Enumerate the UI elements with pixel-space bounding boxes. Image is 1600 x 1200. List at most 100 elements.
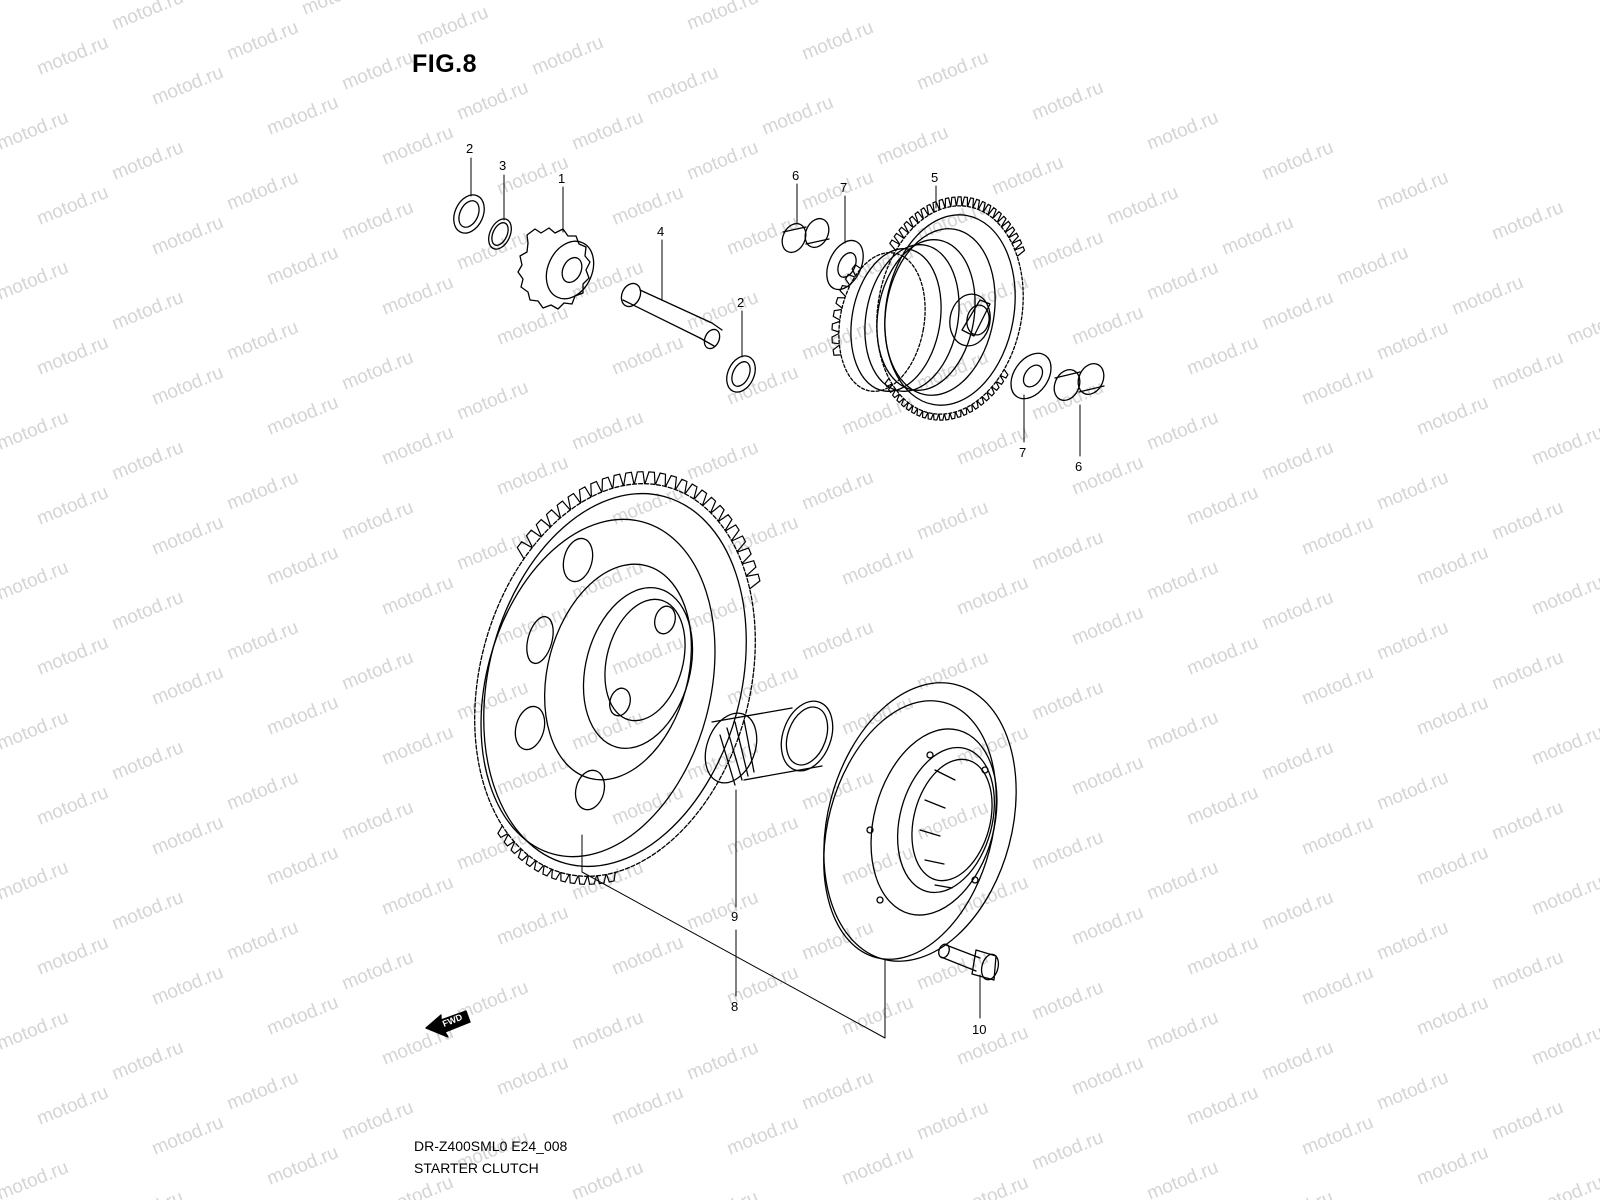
callout-10: 10 bbox=[972, 1022, 986, 1037]
watermark-text: motod.ru bbox=[109, 587, 186, 635]
watermark-text: motod.ru bbox=[149, 62, 226, 110]
watermark-text: motod.ru bbox=[609, 632, 686, 680]
watermark-text: motod.ru bbox=[1374, 617, 1451, 665]
watermark-text: motod.ru bbox=[1414, 542, 1491, 590]
watermark-text: motod.ru bbox=[1259, 587, 1336, 635]
watermark-text: motod.ru bbox=[914, 647, 991, 695]
watermark-text: motod.ru bbox=[1184, 482, 1261, 530]
watermark-text: motod.ru bbox=[569, 107, 646, 155]
watermark-text: motod.ru bbox=[1144, 857, 1221, 905]
watermark-text: motod.ru bbox=[494, 1052, 571, 1100]
watermark-text: motod.ru bbox=[1489, 497, 1566, 545]
watermark-text: motod.ru bbox=[1529, 872, 1600, 920]
watermark-text: motod.ru bbox=[149, 662, 226, 710]
watermark-text: motod.ru bbox=[339, 47, 416, 95]
watermark-text: motod.ru bbox=[1029, 377, 1106, 425]
watermark-text: motod.ru bbox=[799, 617, 876, 665]
leader-lines bbox=[470, 157, 1081, 1039]
watermark-text: motod.ru bbox=[1414, 392, 1491, 440]
watermark-text: motod.ru bbox=[109, 1187, 186, 1200]
watermark-text: motod.ru bbox=[1069, 1052, 1146, 1100]
watermark-text: motod.ru bbox=[454, 377, 531, 425]
watermark-text: motod.ru bbox=[609, 182, 686, 230]
watermark-text: motod.ru bbox=[1299, 512, 1376, 560]
watermark-text: motod.ru bbox=[454, 77, 531, 125]
watermark-text: motod.ru bbox=[494, 902, 571, 950]
watermark-text: motod.ru bbox=[379, 872, 456, 920]
watermark-text: motod.ru bbox=[1489, 947, 1566, 995]
watermark-text: motod.ru bbox=[149, 1112, 226, 1160]
callout-2-left: 2 bbox=[466, 141, 473, 156]
watermark-text: motod.ru bbox=[1029, 527, 1106, 575]
callout-7-lower: 7 bbox=[1019, 445, 1026, 460]
watermark-text: motod.ru bbox=[1489, 797, 1566, 845]
watermark-text: motod.ru bbox=[1184, 1082, 1261, 1130]
watermark-text: motod.ru bbox=[1184, 782, 1261, 830]
watermark-text: motod.ru bbox=[724, 1112, 801, 1160]
watermark-text: motod.ru bbox=[684, 0, 761, 35]
watermark-text: motod.ru bbox=[1259, 287, 1336, 335]
watermark-text: motod.ru bbox=[914, 47, 991, 95]
watermark-text: motod.ru bbox=[224, 167, 301, 215]
callout-6-lower: 6 bbox=[1075, 459, 1082, 474]
watermark-text: motod.ru bbox=[839, 992, 916, 1040]
watermark-text: motod.ru bbox=[34, 782, 111, 830]
watermark-text: motod.ru bbox=[224, 317, 301, 365]
watermark-text: motod.ru bbox=[0, 857, 71, 905]
watermark-text: motod.ru bbox=[609, 1082, 686, 1130]
watermark-text: motod.ru bbox=[799, 467, 876, 515]
watermark-text: motod.ru bbox=[1374, 467, 1451, 515]
watermark-text: motod.ru bbox=[1259, 1187, 1336, 1200]
gear-teeth bbox=[889, 196, 1026, 257]
watermark-text: motod.ru bbox=[149, 812, 226, 860]
gear-teeth bbox=[497, 825, 616, 885]
watermark-text: motod.ru bbox=[0, 1007, 71, 1055]
watermark-text: motod.ru bbox=[1029, 77, 1106, 125]
watermark-text: motod.ru bbox=[914, 497, 991, 545]
watermark-text: motod.ru bbox=[914, 197, 991, 245]
watermark-text: motod.ru bbox=[339, 647, 416, 695]
watermark-text: motod.ru bbox=[1489, 647, 1566, 695]
watermark-text: motod.ru bbox=[684, 587, 761, 635]
fwd-arrow bbox=[425, 1010, 471, 1038]
watermark-text: motod.ru bbox=[1414, 842, 1491, 890]
watermark-text: motod.ru bbox=[109, 437, 186, 485]
diagram-caption: STARTER CLUTCH bbox=[414, 1160, 539, 1176]
watermark-text: motod.ru bbox=[0, 707, 71, 755]
gear-teeth bbox=[516, 471, 761, 590]
watermark-text: motod.ru bbox=[224, 917, 301, 965]
watermark-text: motod.ru bbox=[1529, 722, 1600, 770]
watermark-text: motod.ru bbox=[569, 407, 646, 455]
watermark-text: motod.ru bbox=[799, 17, 876, 65]
watermark-text: motod.ru bbox=[339, 347, 416, 395]
watermark-text: motod.ru bbox=[759, 92, 836, 140]
part-7-washer-upper bbox=[826, 239, 864, 291]
watermark-text: motod.ru bbox=[34, 1082, 111, 1130]
watermark-text: motod.ru bbox=[1144, 407, 1221, 455]
watermark-text: motod.ru bbox=[1374, 767, 1451, 815]
watermark-text: motod.ru bbox=[1029, 827, 1106, 875]
part-5-driven-gear bbox=[838, 205, 1024, 415]
watermark-text: motod.ru bbox=[1449, 272, 1526, 320]
watermark-text: motod.ru bbox=[1144, 107, 1221, 155]
figure-title: FIG.8 bbox=[412, 50, 478, 78]
watermark-text: motod.ru bbox=[954, 572, 1031, 620]
watermark-text: motod.ru bbox=[1299, 662, 1376, 710]
watermark-text: motod.ru bbox=[264, 542, 341, 590]
watermark-text: motod.ru bbox=[379, 1172, 456, 1200]
watermark-text: motod.ru bbox=[0, 557, 71, 605]
watermark-text: motod.ru bbox=[0, 257, 71, 305]
watermark-text: motod.ru bbox=[224, 467, 301, 515]
watermark-text: motod.ru bbox=[109, 137, 186, 185]
part-1-idler-gear bbox=[517, 227, 595, 310]
watermark-text: motod.ru bbox=[149, 362, 226, 410]
watermark-text: motod.ru bbox=[109, 0, 186, 35]
callout-2-right: 2 bbox=[737, 295, 744, 310]
watermark-text: motod.ru bbox=[1299, 962, 1376, 1010]
watermark-text: motod.ru bbox=[1259, 137, 1336, 185]
watermark-text: motod.ru bbox=[264, 392, 341, 440]
watermark-text: motod.ru bbox=[224, 617, 301, 665]
watermark-text: motod.ru bbox=[379, 722, 456, 770]
watermark-text: motod.ru bbox=[379, 272, 456, 320]
watermark-text: motod.ru bbox=[724, 662, 801, 710]
